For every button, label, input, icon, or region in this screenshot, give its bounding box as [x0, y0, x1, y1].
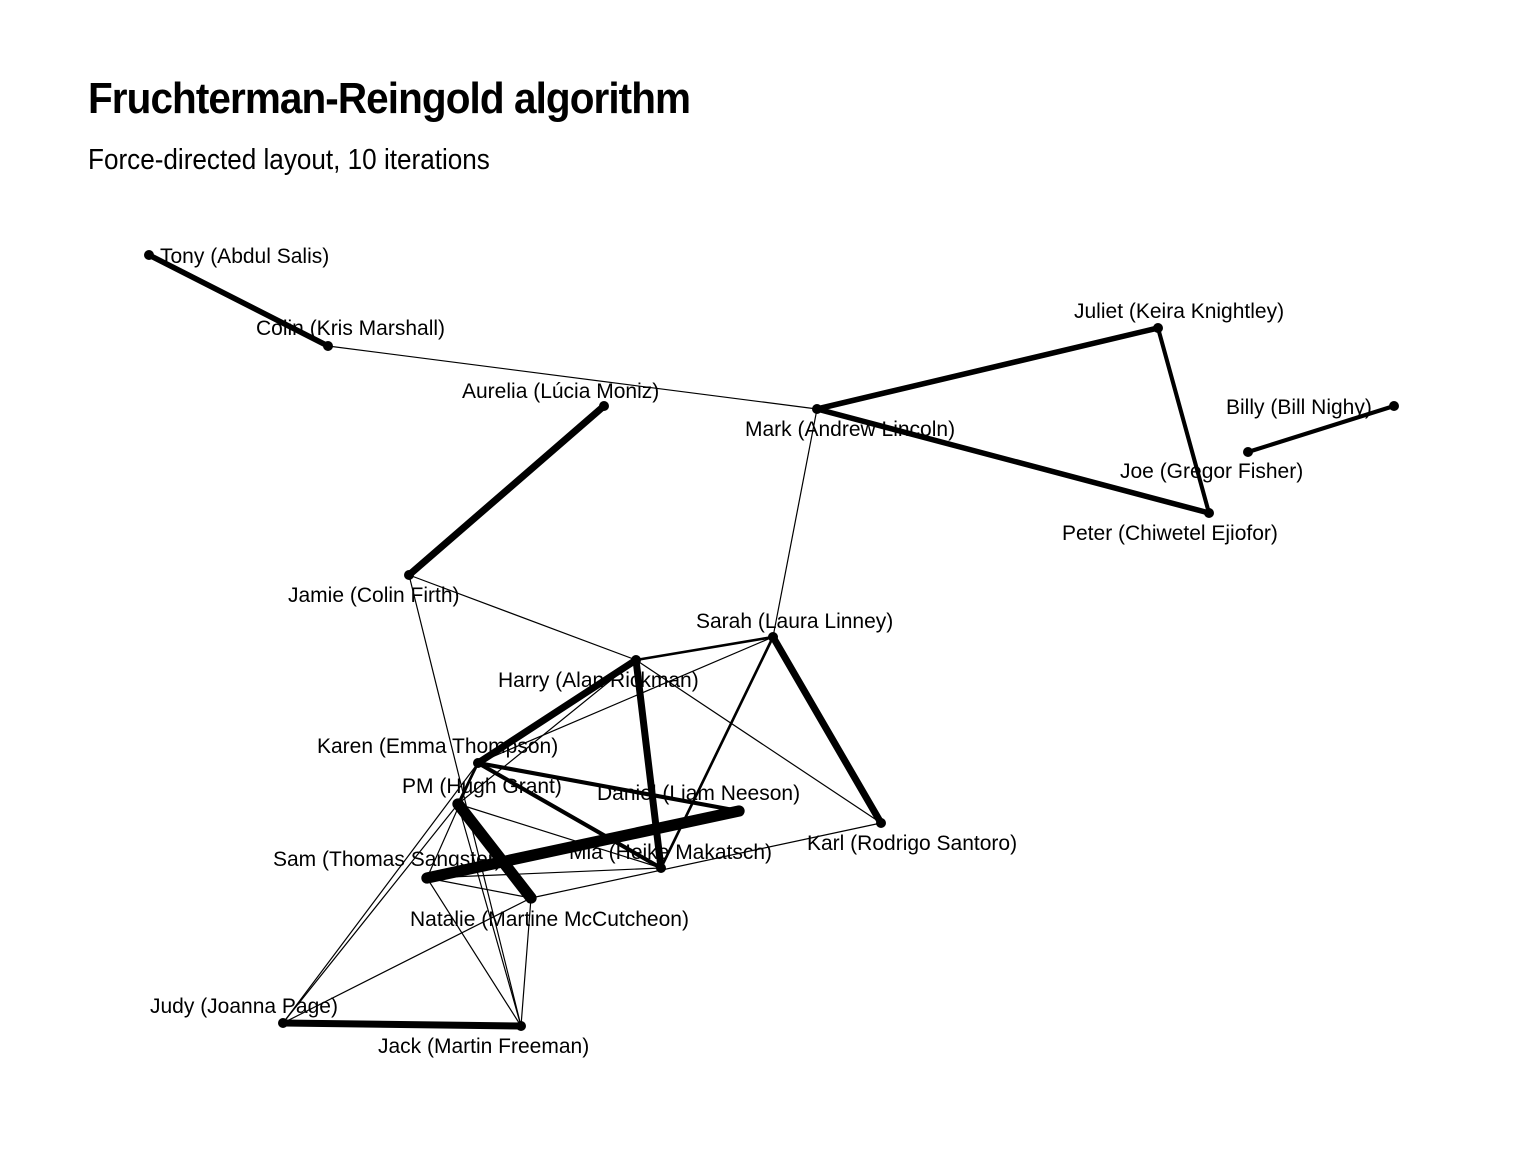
edge-mark-juliet	[814, 325, 1161, 412]
node-layer	[144, 250, 1399, 1031]
edge-colin-mark	[327, 345, 818, 410]
node-billy	[1389, 401, 1399, 411]
node-jamie	[404, 570, 414, 580]
diagram-subtitle: Force-directed layout, 10 iterations	[88, 144, 490, 176]
edge-pm-mia	[457, 803, 662, 869]
edge-pm-judy	[282, 803, 459, 1024]
node-label-joe: Joe (Gregor Fisher)	[1120, 460, 1303, 483]
node-aurelia	[599, 401, 609, 411]
node-daniel	[734, 806, 744, 816]
node-juliet	[1153, 323, 1163, 333]
edge-harry-karl	[635, 659, 882, 824]
edge-harry-pm	[457, 659, 637, 805]
node-label-pm: PM (Hugh Grant)	[402, 775, 562, 798]
node-label-juliet: Juliet (Keira Knightley)	[1074, 300, 1284, 323]
node-label-sarah: Sarah (Laura Linney)	[696, 610, 893, 633]
node-label-tony: Tony (Abdul Salis)	[160, 245, 329, 268]
node-label-natalie: Natalie (Martine McCutcheon)	[410, 908, 689, 931]
node-label-judy: Judy (Joanna Page)	[150, 995, 338, 1018]
edge-mark-sarah	[772, 408, 818, 638]
edge-layer	[146, 252, 1397, 1030]
node-peter	[1204, 508, 1214, 518]
node-label-karen: Karen (Emma Thompson)	[317, 735, 558, 758]
node-label-mia: Mia (Heike Makatsch)	[569, 841, 772, 864]
node-label-colin: Colin (Kris Marshall)	[256, 317, 445, 340]
edge-sam-jack	[426, 877, 522, 1027]
node-pm	[453, 799, 463, 809]
node-label-peter: Peter (Chiwetel Ejiofor)	[1062, 522, 1278, 545]
edge-pm-natalie	[452, 798, 537, 904]
edge-mia-sam	[426, 867, 662, 879]
edge-natalie-jack	[520, 897, 532, 1027]
edge-tony-colin	[146, 252, 331, 349]
edge-pm-jack	[457, 803, 522, 1027]
node-label-mark: Mark (Andrew Lincoln)	[745, 418, 955, 441]
edge-karen-mia	[475, 760, 664, 871]
node-label-jamie: Jamie (Colin Firth)	[288, 584, 460, 607]
node-natalie	[526, 893, 536, 903]
node-sam	[422, 873, 432, 883]
edge-sarah-karen	[477, 636, 774, 764]
node-label-aurelia: Aurelia (Lúcia Moniz)	[462, 380, 659, 403]
edge-harry-karen	[474, 656, 640, 767]
edge-karen-daniel	[475, 760, 742, 814]
node-label-billy: Billy (Bill Nighy)	[1226, 396, 1372, 419]
edge-karen-sam	[426, 762, 479, 879]
edge-harry-sarah	[634, 635, 775, 662]
node-label-karl: Karl (Rodrigo Santoro)	[807, 832, 1017, 855]
node-mia	[656, 863, 666, 873]
edge-natalie-judy	[282, 897, 532, 1024]
node-judy	[278, 1018, 288, 1028]
edge-aurelia-jamie	[405, 402, 608, 579]
node-mark	[812, 404, 822, 414]
edge-sarah-karl	[769, 633, 885, 827]
node-harry	[631, 655, 641, 665]
edge-jamie-jack	[408, 574, 522, 1027]
node-colin	[323, 341, 333, 351]
node-label-harry: Harry (Alan Rickman)	[498, 669, 699, 692]
edge-mark-peter	[814, 406, 1212, 516]
node-tony	[144, 250, 154, 260]
node-sarah	[768, 632, 778, 642]
edge-sam-natalie	[426, 877, 532, 899]
diagram-title: Fruchterman-Reingold algorithm	[88, 74, 691, 123]
edge-karen-judy	[282, 762, 479, 1024]
node-karen	[473, 758, 483, 768]
node-label-daniel: Daniel (Liam Neeson)	[597, 782, 800, 805]
node-label-sam: Sam (Thomas Sangster)	[273, 848, 502, 871]
edge-jamie-harry	[408, 574, 637, 661]
node-karl	[876, 818, 886, 828]
edge-karl-natalie	[530, 822, 882, 899]
edge-judy-jack	[279, 1019, 525, 1030]
node-label-jack: Jack (Martin Freeman)	[378, 1035, 589, 1058]
label-layer: Tony (Abdul Salis) Colin (Kris Marshall) A…	[150, 245, 1372, 1058]
edge-joe-billy	[1245, 403, 1397, 455]
node-joe	[1243, 447, 1253, 457]
node-jack	[516, 1021, 526, 1031]
edge-juliet-peter	[1155, 325, 1212, 516]
edge-daniel-sam	[421, 805, 745, 884]
